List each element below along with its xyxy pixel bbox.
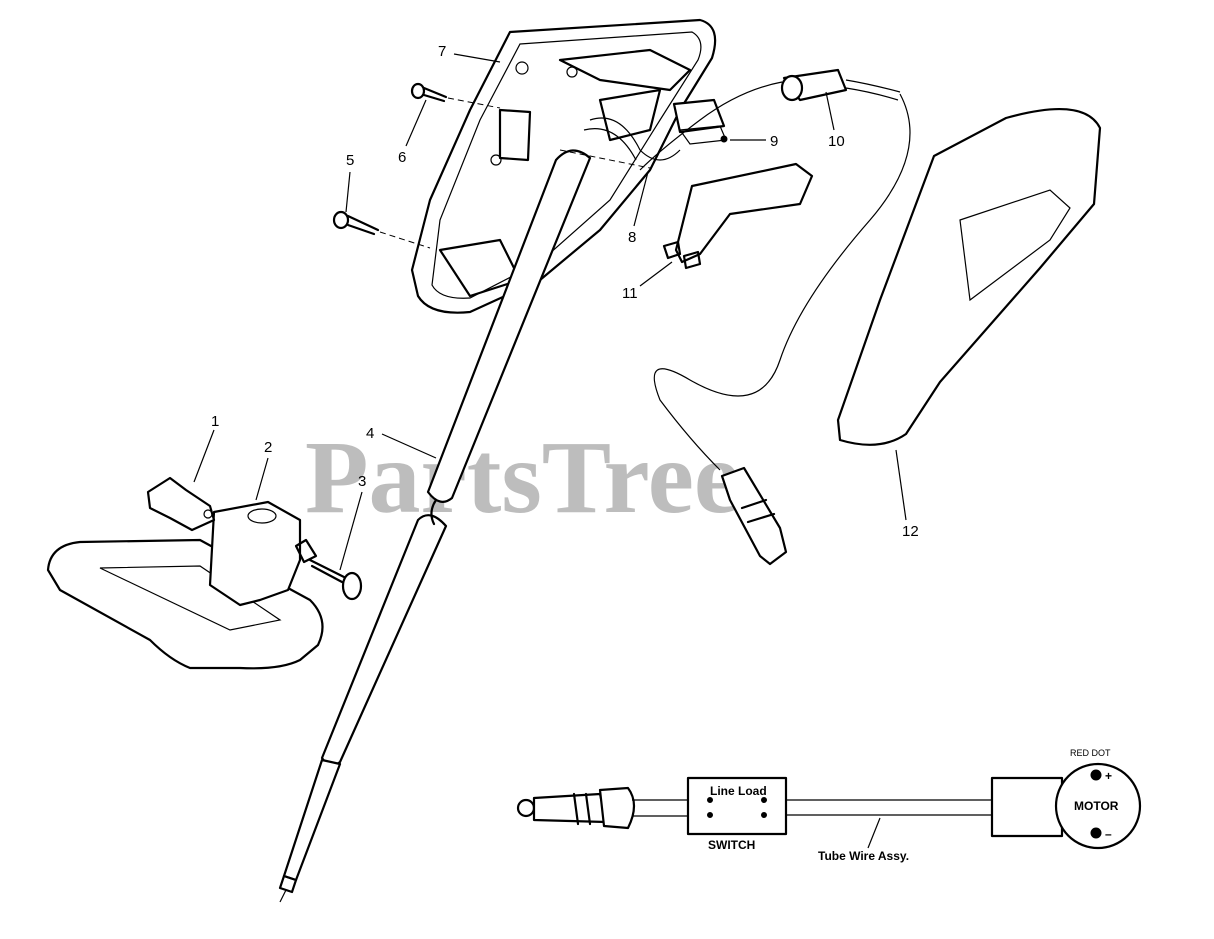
callout-9: 9 [770,133,778,150]
wiring-schematic: Line Load SWITCH Tube Wire Assy. RED DOT… [516,748,1142,863]
callout-10: 10 [828,133,845,150]
callout-5: 5 [346,152,354,169]
lower-tube [278,498,448,903]
callout-1: 1 [211,413,219,430]
motor-plus: + [1105,769,1112,783]
callout-3: 3 [358,473,366,490]
callout-4: 4 [366,425,374,442]
motor-minus: – [1105,827,1112,841]
cord-plug [720,466,788,566]
callout-2: 2 [264,439,272,456]
callout-7: 7 [438,43,446,60]
part-11-tray [662,162,814,270]
schematic-switch: Line Load SWITCH [686,776,992,852]
part-6-screw [410,82,501,109]
callout-11: 11 [622,285,638,302]
red-dot-label: RED DOT [1070,748,1111,758]
part-10-cord [639,68,911,471]
part-5-screw [332,210,431,249]
part-3-bolt [294,538,363,601]
tube-wire-label: Tube Wire Assy. [818,849,909,863]
callouts: 1 2 3 4 5 6 7 8 9 10 11 12 [193,43,919,571]
switch-label: SWITCH [708,838,755,852]
part-12-shroud [836,108,1102,446]
callout-12: 12 [902,523,919,540]
part-8-wires [583,117,681,161]
callout-6: 6 [398,149,406,166]
part-2-bracket [208,500,302,607]
schematic-motor: RED DOT MOTOR + – [990,748,1142,850]
part-9-switch [672,98,728,145]
part-1-knob [146,476,216,532]
switch-terminal-labels: Line Load [710,784,767,798]
motor-label: MOTOR [1074,799,1119,813]
part-4-upper-tube [426,149,651,503]
watermark-text: PartsTree [305,420,740,535]
schematic-plug [516,786,688,830]
callout-8: 8 [628,229,636,246]
